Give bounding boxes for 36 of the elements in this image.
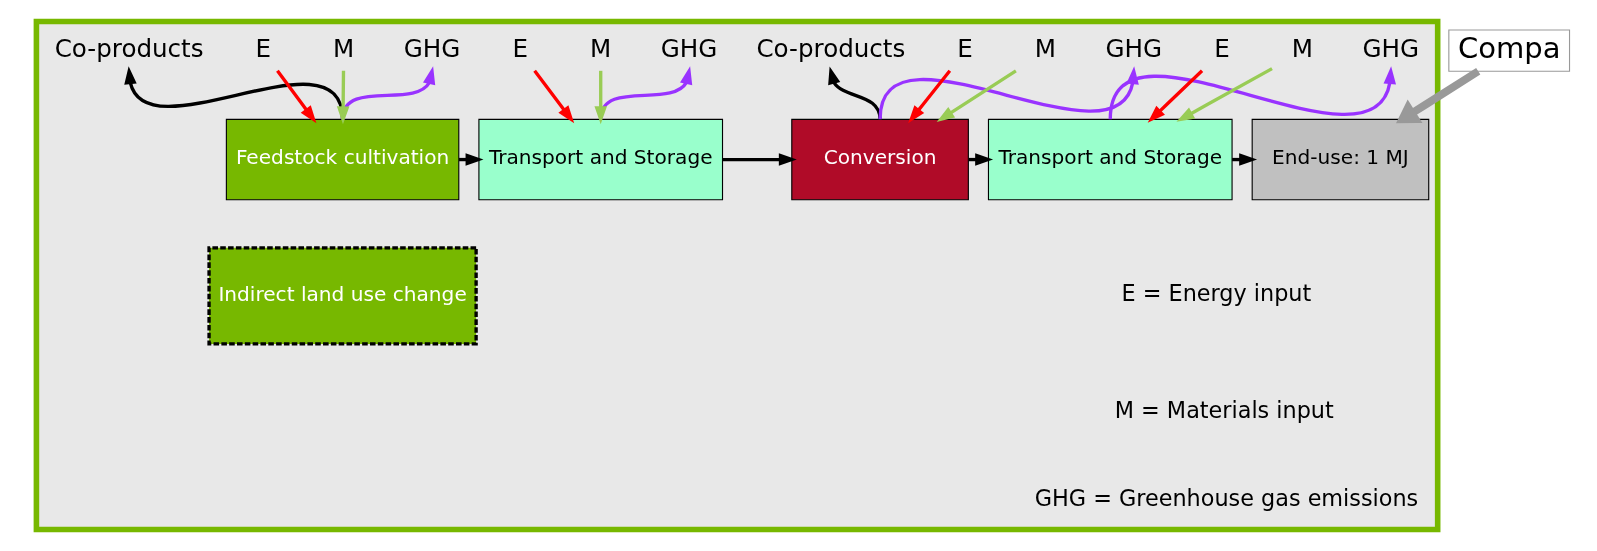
- node-box: Conversion: [791, 118, 969, 201]
- label: M = Materials input: [1114, 396, 1334, 423]
- label: E = Energy input: [1121, 280, 1312, 307]
- node-box: Transport and Storage: [987, 118, 1233, 201]
- node-text: E: [255, 33, 272, 63]
- arrow: [336, 70, 350, 125]
- arrow: [1147, 69, 1204, 123]
- node-text: Co-products: [54, 33, 204, 63]
- node-box: Transport and Storage: [478, 118, 724, 201]
- cluster: [33, 18, 1441, 533]
- arrow: [722, 153, 797, 166]
- arrow: [908, 69, 952, 124]
- node-text: GHG: [403, 33, 461, 63]
- node-text: GHG: [660, 33, 718, 63]
- label: GHG = Greenhouse gas emissions: [1034, 484, 1419, 511]
- node-box: Indirect land use change: [207, 246, 478, 346]
- arrow: [276, 69, 317, 124]
- node-text: M: [333, 33, 355, 63]
- arrow: [1176, 67, 1273, 122]
- node-text: M: [1034, 33, 1057, 63]
- node-box: Compa: [1448, 29, 1571, 72]
- node-text: Co-products: [756, 33, 906, 63]
- arrow: [533, 69, 575, 124]
- node-text: E: [512, 33, 529, 63]
- node-text: M: [1291, 33, 1314, 63]
- arrow: [936, 69, 1017, 122]
- node-text: M: [590, 33, 612, 63]
- arrow: [828, 66, 882, 120]
- node-text: E: [1214, 33, 1230, 63]
- node-box: Feedstock cultivation: [225, 118, 460, 201]
- node-box: End-use: 1 MJ: [1251, 118, 1430, 201]
- node-text: E: [957, 33, 973, 63]
- node-text: GHG: [1362, 33, 1420, 63]
- arrow: [1396, 68, 1481, 124]
- node-text: GHG: [1105, 33, 1163, 63]
- arrow: [594, 70, 607, 125]
